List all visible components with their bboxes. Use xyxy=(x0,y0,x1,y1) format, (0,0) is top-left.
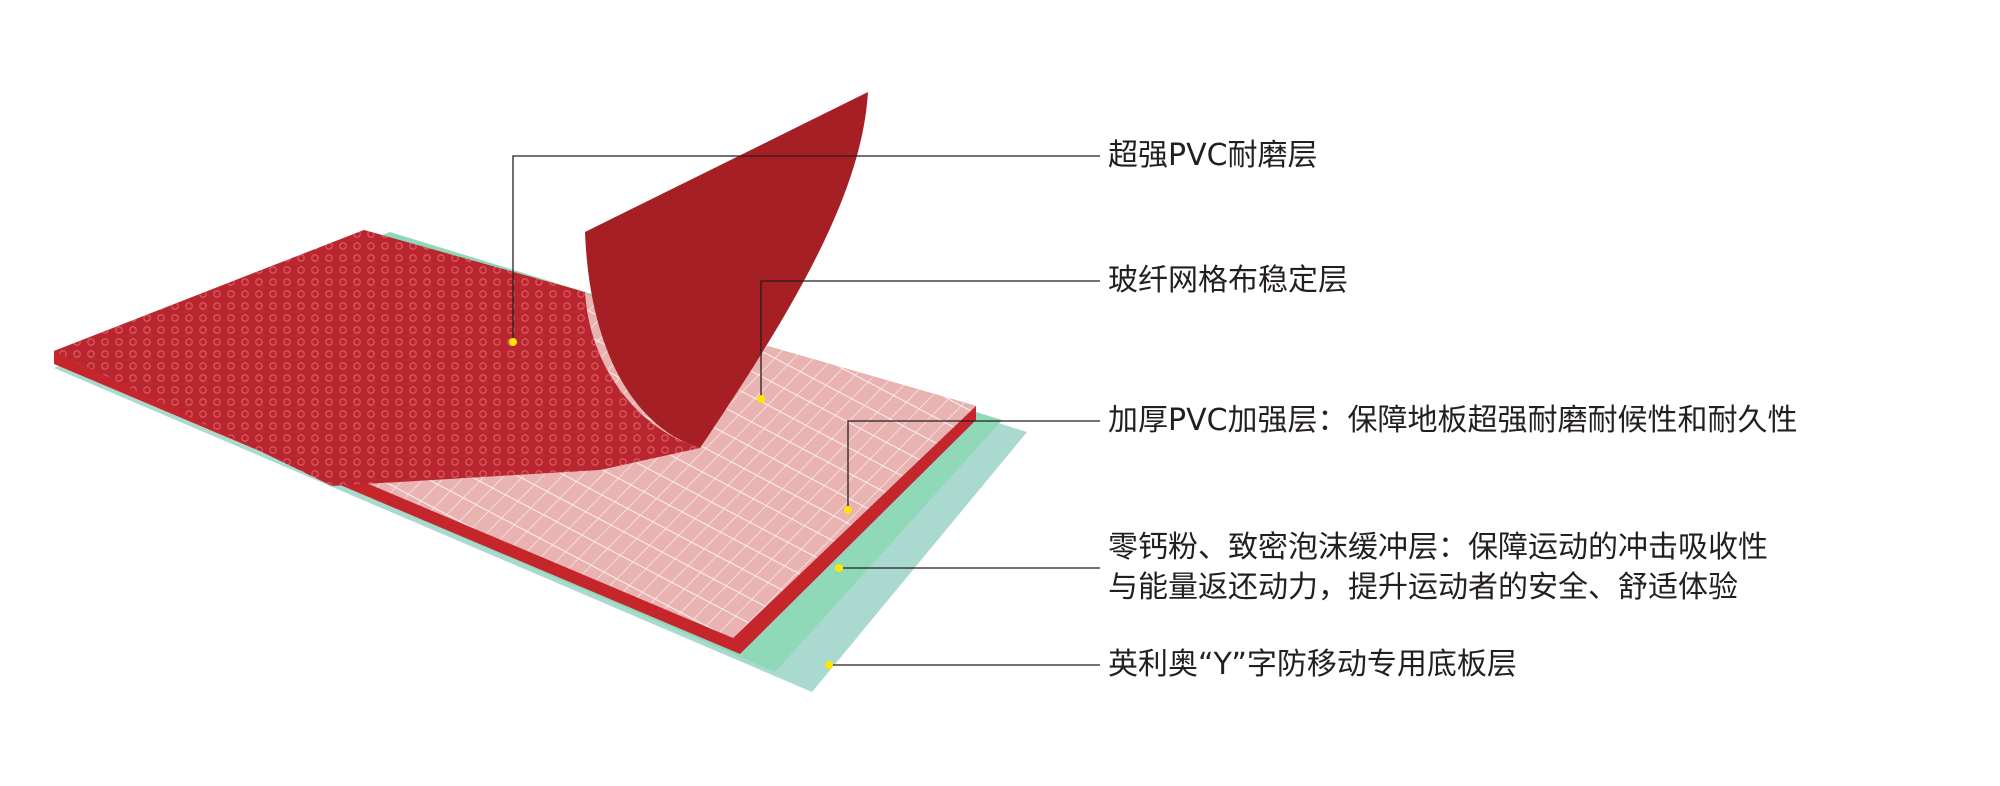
wear-layer-textured xyxy=(54,230,700,486)
pointer-dot xyxy=(844,506,852,514)
pointer-dot xyxy=(825,661,833,669)
label-mesh-layer: 玻纤网格布稳定层 xyxy=(1108,263,1348,298)
wear-layer-peeled xyxy=(585,92,868,448)
pointer-dot xyxy=(757,395,765,403)
label-wear-layer: 超强PVC耐磨层 xyxy=(1108,138,1318,173)
label-base-layer: 英利奥“Y”字防移动专用底板层 xyxy=(1108,647,1517,682)
label-reinforced-layer: 加厚PVC加强层：保障地板超强耐磨耐候性和耐久性 xyxy=(1108,403,1798,438)
leader-lines xyxy=(512,155,1100,666)
pointer-dots xyxy=(509,338,852,669)
label-foam-layer-line1: 零钙粉、致密泡沫缓冲层：保障运动的冲击吸收性 xyxy=(1108,530,1768,565)
label-foam-layer-line2: 与能量返还动力，提升运动者的安全、舒适体验 xyxy=(1108,570,1738,605)
pointer-dot xyxy=(509,338,517,346)
pointer-dot xyxy=(835,564,843,572)
